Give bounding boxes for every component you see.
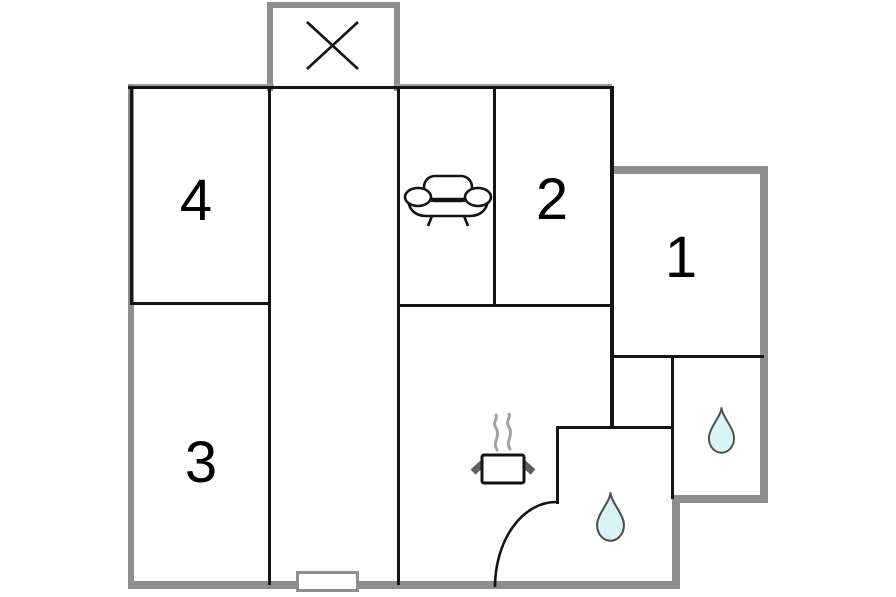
exterior-wall-right bbox=[760, 166, 768, 503]
room3-label: 3 bbox=[184, 430, 218, 495]
wall-room1-bottom bbox=[610, 355, 764, 358]
door-swing-arc bbox=[493, 500, 557, 588]
room2-label: 2 bbox=[535, 167, 569, 232]
exterior-wall-bottom bbox=[128, 581, 679, 589]
exterior-wall-step bbox=[672, 495, 680, 589]
water-drop-icon bbox=[707, 407, 736, 454]
x-mark-icon bbox=[306, 21, 359, 70]
wall-corridor-left bbox=[268, 86, 271, 585]
exterior-wall-top-edge-left bbox=[128, 84, 274, 86]
wall-living-room2-divider bbox=[493, 86, 496, 307]
room1-label: 1 bbox=[664, 225, 698, 290]
wall-top bbox=[128, 86, 614, 89]
wall-bathroom-inner-left bbox=[556, 426, 559, 504]
room4-label: 4 bbox=[179, 168, 213, 233]
wall-main-right bbox=[610, 86, 614, 429]
water-drop-icon bbox=[596, 492, 625, 542]
sofa-icon bbox=[403, 174, 493, 227]
wall-bathroom-inner-top bbox=[556, 426, 674, 429]
wall-corridor-right bbox=[397, 86, 400, 585]
room4-walls bbox=[130, 86, 271, 305]
exterior-wall-top-edge-right bbox=[394, 84, 612, 86]
cooking-pot-icon bbox=[470, 413, 536, 485]
chimney-box bbox=[267, 2, 400, 91]
exterior-wall-extension-top bbox=[610, 166, 768, 174]
exterior-wall-left bbox=[128, 84, 134, 589]
entrance-door-marker bbox=[296, 571, 359, 592]
wall-living-room2-bottom bbox=[397, 304, 614, 307]
exterior-wall-extension-bottom bbox=[672, 495, 768, 503]
